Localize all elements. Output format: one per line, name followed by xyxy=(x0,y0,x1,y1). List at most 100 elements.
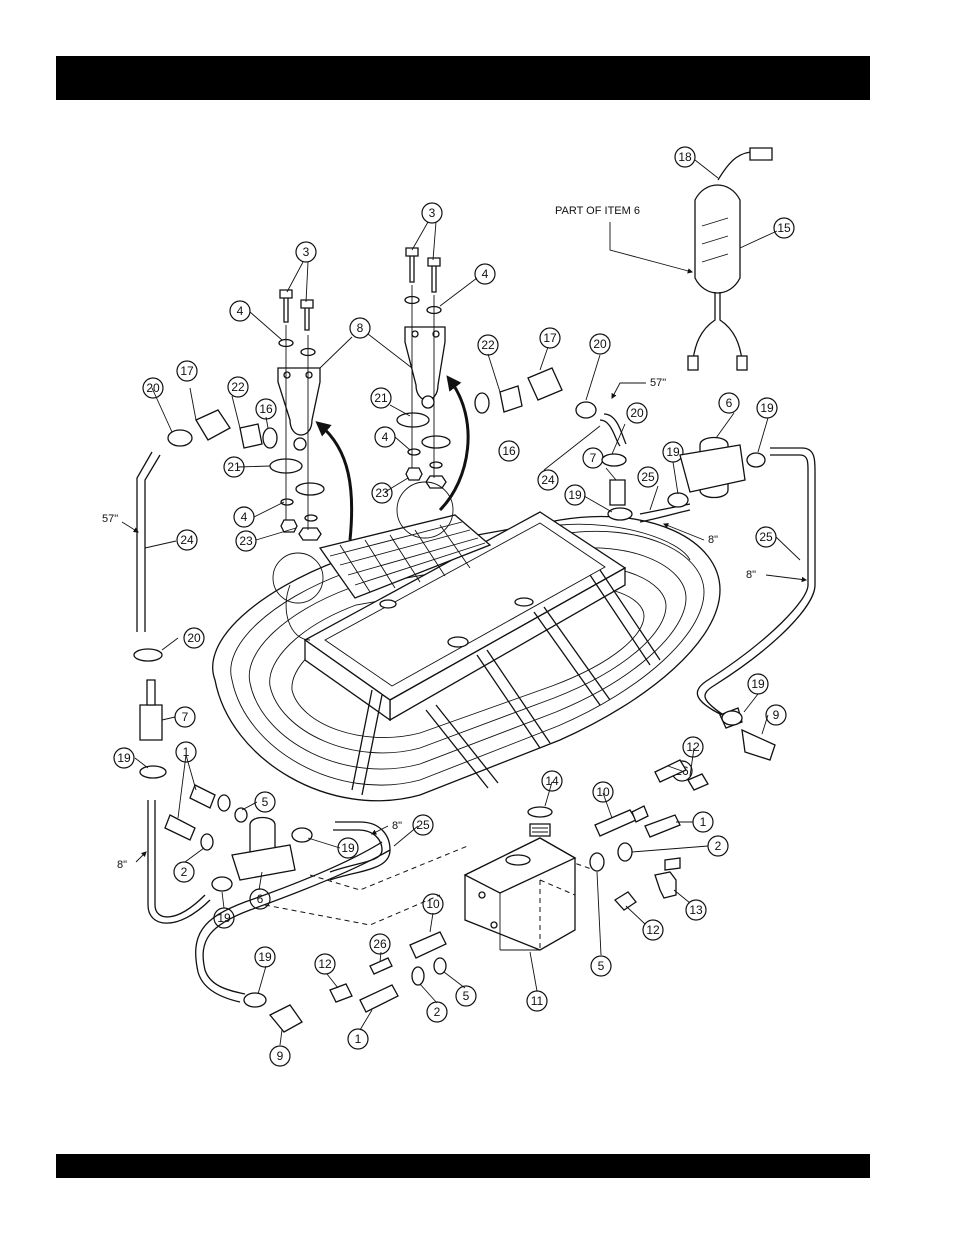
callout-12: 12 xyxy=(643,920,663,940)
callout-number: 9 xyxy=(277,1049,284,1063)
dim-8-mid-right: 8" xyxy=(708,534,718,546)
callout-19: 19 xyxy=(757,398,777,418)
callout-6: 6 xyxy=(719,393,739,413)
callout-number: 7 xyxy=(590,451,597,465)
callout-19: 19 xyxy=(114,748,134,768)
callout-1: 1 xyxy=(176,742,196,762)
callout-number: 14 xyxy=(545,774,559,788)
callout-1: 1 xyxy=(348,1029,368,1049)
callout-7: 7 xyxy=(175,707,195,727)
callout-9: 9 xyxy=(766,705,786,725)
callout-number: 21 xyxy=(374,391,388,405)
callout-number: 23 xyxy=(375,486,389,500)
callout-16: 16 xyxy=(256,399,276,419)
dim-8-right: 8" xyxy=(746,569,756,581)
callout-number: 6 xyxy=(726,396,733,410)
callout-number: 20 xyxy=(187,631,201,645)
hidden-line-2 xyxy=(265,895,440,925)
callout-15: 15 xyxy=(774,218,794,238)
callout-number: 6 xyxy=(257,892,264,906)
callout-number: 5 xyxy=(262,795,269,809)
callout-number: 15 xyxy=(777,221,791,235)
callout-number: 17 xyxy=(543,331,557,345)
callout-number: 5 xyxy=(463,989,470,1003)
callout-25: 25 xyxy=(756,527,776,547)
callout-17: 17 xyxy=(540,328,560,348)
fill-cap xyxy=(528,807,552,836)
callout-18: 18 xyxy=(675,147,695,167)
callout-5: 5 xyxy=(255,792,275,812)
callout-22: 22 xyxy=(478,335,498,355)
callout-number: 16 xyxy=(502,444,516,458)
callout-number: 19 xyxy=(568,488,582,502)
callout-13: 13 xyxy=(686,900,706,920)
callout-number: 24 xyxy=(180,533,194,547)
callout-16: 16 xyxy=(499,441,519,461)
callout-number: 12 xyxy=(318,957,332,971)
callout-1: 1 xyxy=(693,812,713,832)
callout-number: 2 xyxy=(434,1005,441,1019)
callout-10: 10 xyxy=(423,894,443,914)
mount-arrow-left xyxy=(320,425,352,540)
callout-17: 17 xyxy=(177,361,197,381)
callout-9: 9 xyxy=(270,1046,290,1066)
callout-number: 24 xyxy=(541,473,555,487)
callout-4: 4 xyxy=(234,507,254,527)
callout-4: 4 xyxy=(230,301,250,321)
callout-20: 20 xyxy=(627,403,647,423)
callout-number: 1 xyxy=(700,815,707,829)
callout-number: 3 xyxy=(429,206,436,220)
callout-14: 14 xyxy=(542,771,562,791)
callout-number: 20 xyxy=(593,337,607,351)
callout-number: 3 xyxy=(303,245,310,259)
callout-23: 23 xyxy=(372,483,392,503)
callout-number: 5 xyxy=(598,959,605,973)
callout-number: 19 xyxy=(666,445,680,459)
callout-number: 10 xyxy=(426,897,440,911)
callout-20: 20 xyxy=(143,378,163,398)
callout-number: 18 xyxy=(678,150,692,164)
callout-7: 7 xyxy=(583,448,603,468)
callout-4: 4 xyxy=(475,264,495,284)
callout-19: 19 xyxy=(663,442,683,462)
callout-number: 4 xyxy=(482,267,489,281)
callout-23: 23 xyxy=(236,531,256,551)
mount-bracket-left xyxy=(278,368,320,450)
callout-22: 22 xyxy=(228,377,248,397)
callout-24: 24 xyxy=(538,470,558,490)
callout-19: 19 xyxy=(565,485,585,505)
callout-20: 20 xyxy=(590,334,610,354)
callout-number: 20 xyxy=(146,381,160,395)
callout-3: 3 xyxy=(296,242,316,262)
label-part-of-item-6: PART OF ITEM 6 xyxy=(555,205,640,217)
callout-number: 25 xyxy=(641,470,655,484)
callout-number: 12 xyxy=(646,923,660,937)
callout-number: 13 xyxy=(689,903,703,917)
callout-number: 19 xyxy=(117,751,131,765)
callout-2: 2 xyxy=(708,836,728,856)
callout-19: 19 xyxy=(255,947,275,967)
callout-number: 17 xyxy=(180,364,194,378)
callout-number: 2 xyxy=(715,839,722,853)
callout-11: 11 xyxy=(527,991,547,1011)
callout-3: 3 xyxy=(422,203,442,223)
dim-57-left: 57" xyxy=(102,513,118,525)
callout-8: 8 xyxy=(350,318,370,338)
callout-number: 19 xyxy=(751,677,765,691)
callout-21: 21 xyxy=(371,388,391,408)
callout-number: 4 xyxy=(237,304,244,318)
callout-number: 8 xyxy=(357,321,364,335)
callout-number: 11 xyxy=(531,994,544,1008)
callout-number: 26 xyxy=(373,937,387,951)
dim-8-left: 8" xyxy=(117,859,127,871)
dim-57-right: 57" xyxy=(650,377,666,389)
callout-number: 25 xyxy=(416,818,430,832)
callout-number: 25 xyxy=(759,530,773,544)
callout-10: 10 xyxy=(593,782,613,802)
callout-25: 25 xyxy=(638,467,658,487)
callout-number: 4 xyxy=(382,430,389,444)
callout-number: 22 xyxy=(231,380,245,394)
dim-8-mid-left: 8" xyxy=(392,820,402,832)
leader-part-of-item-6 xyxy=(610,222,692,272)
